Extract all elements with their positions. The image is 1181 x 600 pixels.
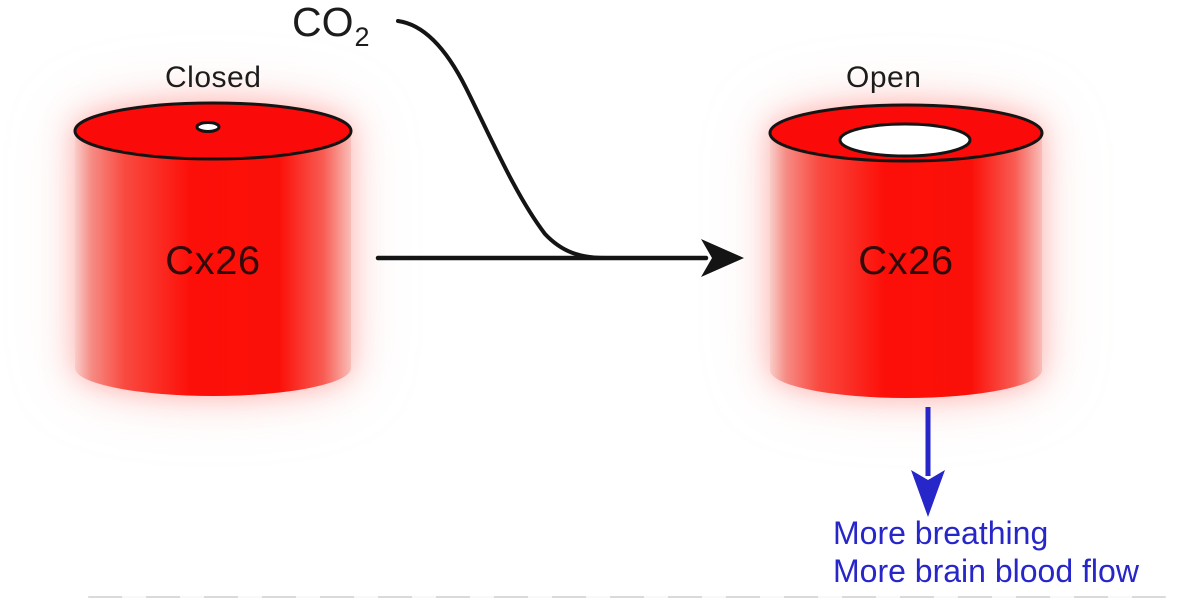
- protein-label-right: Cx26: [858, 239, 954, 283]
- co2-subscript: 2: [354, 22, 370, 52]
- pore-open-icon: [838, 122, 972, 158]
- closed-state-label: Closed: [165, 61, 262, 94]
- right-arrow-icon: [701, 239, 744, 277]
- outcome-line-blood-flow: More brain blood flow: [833, 553, 1139, 589]
- protein-label-left: Cx26: [165, 239, 261, 283]
- outcome-line-breathing: More breathing: [833, 515, 1049, 551]
- co2-curve-icon: [396, 19, 608, 260]
- outcome-text: More breathing More brain blood flow: [833, 514, 1139, 590]
- open-state-label: Open: [846, 61, 922, 94]
- open-channel-cylinder: [768, 103, 1044, 398]
- co2-label: CO2: [292, 0, 370, 52]
- down-arrow-icon: [911, 470, 945, 517]
- pore-closed-icon: [195, 121, 221, 133]
- co2-main-text: CO: [292, 0, 354, 45]
- cylinder-body: [770, 133, 1042, 398]
- closed-channel-cylinder: [73, 101, 353, 396]
- scan-artifact-line: [88, 596, 1166, 598]
- cylinder-body: [75, 131, 351, 396]
